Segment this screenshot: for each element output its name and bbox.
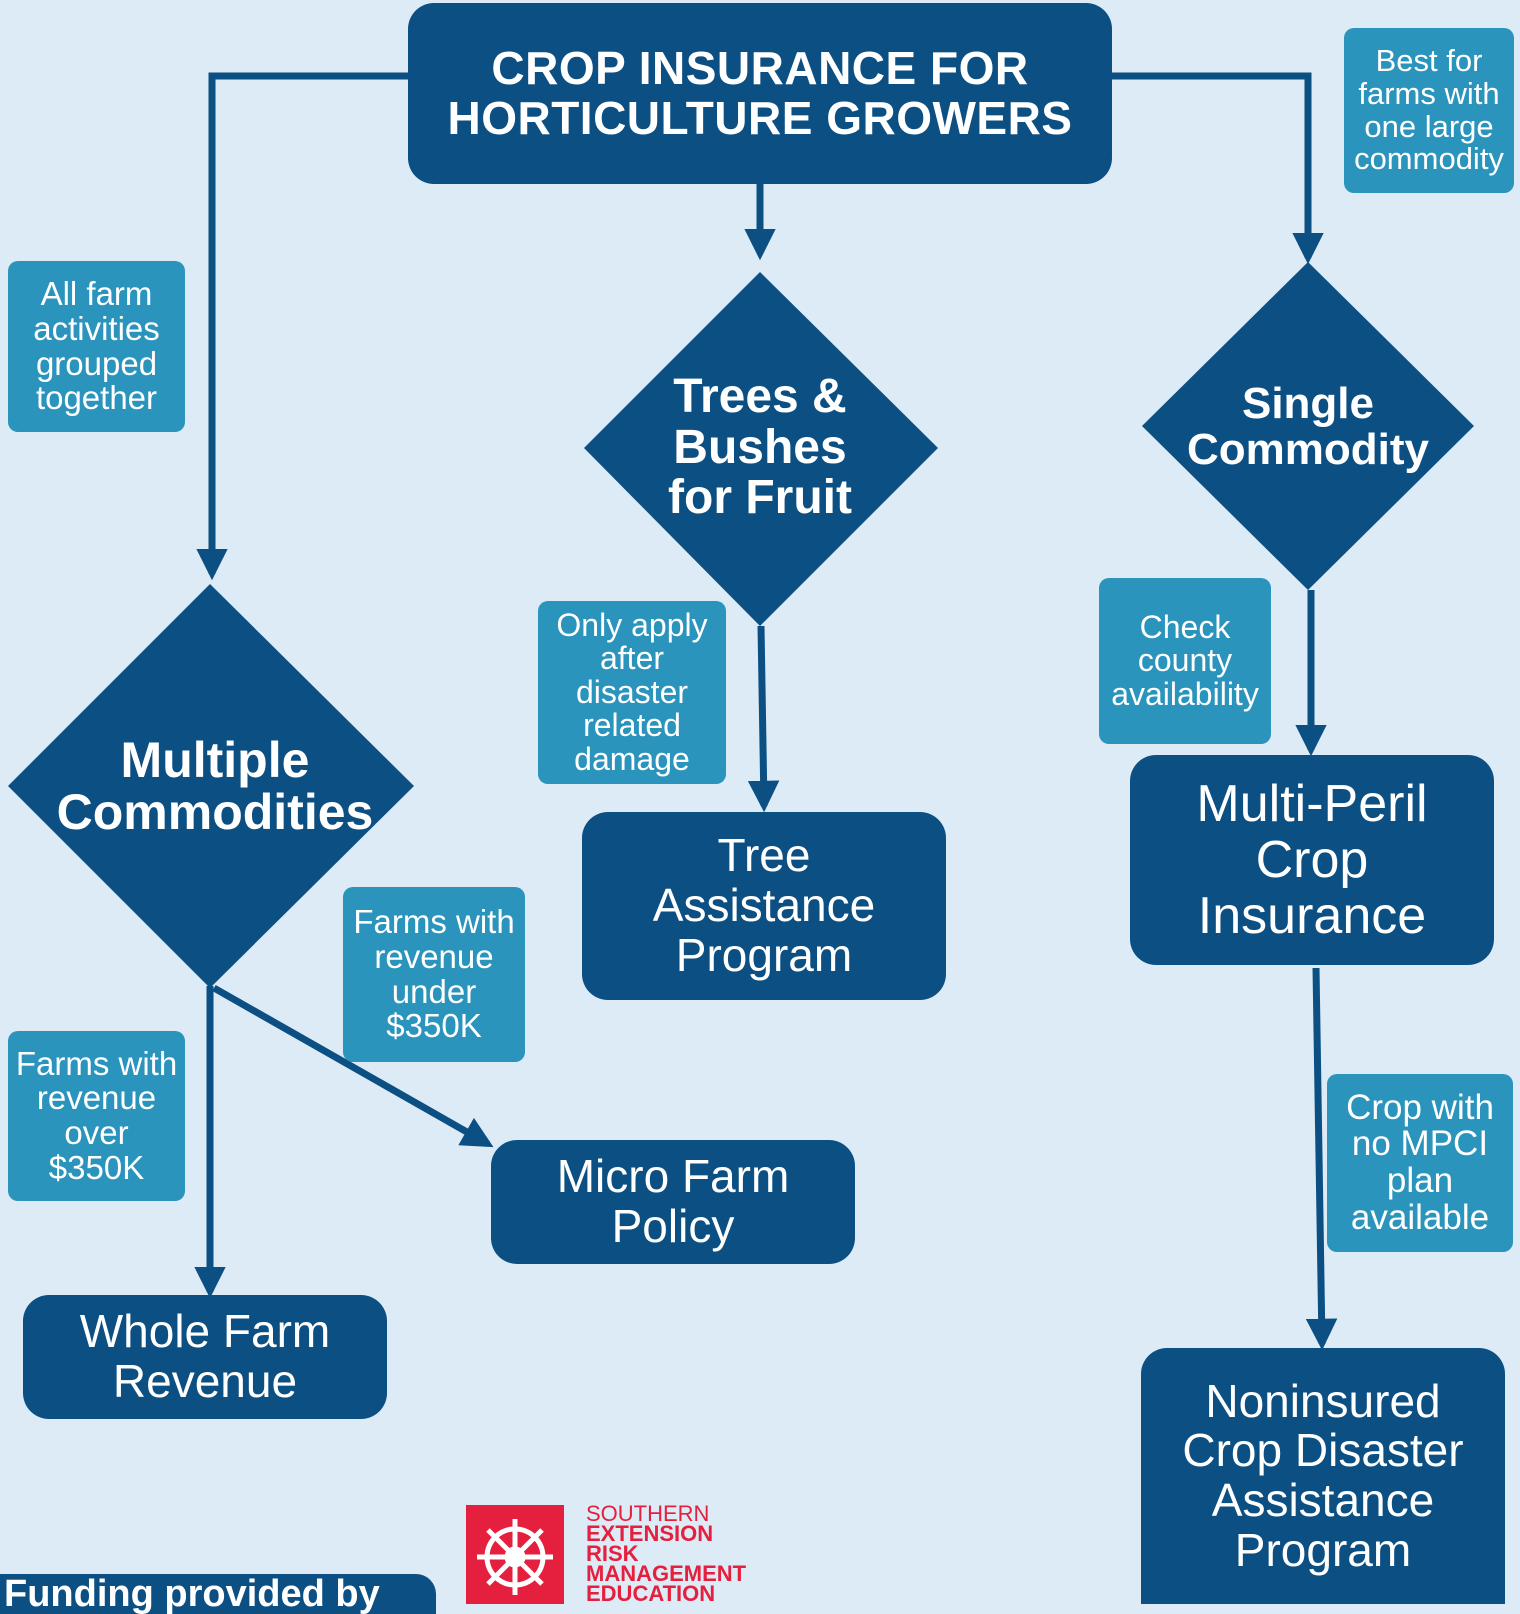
note-check-county: Check county availability xyxy=(1099,578,1271,744)
note-all-farm: All farm activities grouped together xyxy=(8,261,185,432)
arrow-trees-to-tap xyxy=(747,625,780,813)
whole-farm-revenue-box: Whole Farm Revenue xyxy=(23,1295,387,1419)
note-over-350k: Farms with revenue over $350K xyxy=(8,1031,185,1201)
note-best-for: Best for farms with one large commodity xyxy=(1344,28,1514,193)
arrow-title-to-single xyxy=(1112,72,1324,265)
decision-trees-diamond xyxy=(584,272,938,626)
funding-provided-banner: Funding provided by xyxy=(0,1574,436,1614)
note-under-350k: Farms with revenue under $350K xyxy=(343,887,525,1062)
multi-peril-crop-insurance-box: Multi-Peril Crop Insurance xyxy=(1130,755,1494,965)
logo-wordmark: SOUTHERN EXTENSION RISK MANAGEMENT EDUCA… xyxy=(586,1501,747,1606)
main-title: CROP INSURANCE FOR HORTICULTURE GROWERS xyxy=(408,3,1112,184)
decision-trees-label: Trees & Bushes for Fruit xyxy=(668,370,852,525)
micro-farm-policy-box: Micro Farm Policy xyxy=(491,1140,855,1264)
decision-multiple-diamond xyxy=(8,584,414,988)
note-no-mpci: Crop with no MPCI plan available xyxy=(1327,1074,1513,1252)
note-only-apply: Only apply after disaster related damage xyxy=(538,601,726,784)
steering-wheel-logo-icon xyxy=(466,1505,564,1604)
tree-assistance-program-box: Tree Assistance Program xyxy=(582,812,946,1000)
arrow-title-to-multiple xyxy=(196,72,410,581)
decision-multiple-label: Multiple Commodities xyxy=(56,731,374,840)
arrow-multiple-to-micro xyxy=(212,984,494,1148)
decision-single-diamond xyxy=(1142,262,1474,590)
arrow-mpci-to-nap xyxy=(1305,967,1338,1351)
decision-single-label: Single Commodity xyxy=(1187,378,1429,474)
noninsured-crop-disaster-box: Noninsured Crop Disaster Assistance Prog… xyxy=(1141,1348,1505,1604)
